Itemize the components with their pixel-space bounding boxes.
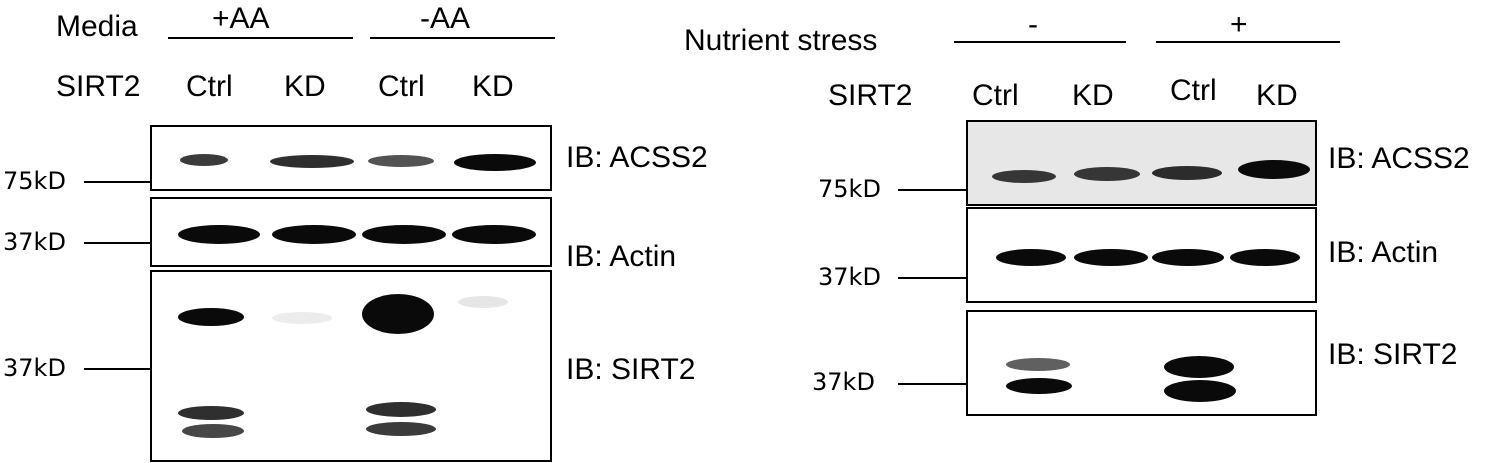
- row-label-sirt2: SIRT2: [828, 79, 913, 112]
- media-group-line: [370, 37, 555, 39]
- lane-label: Ctrl: [972, 79, 1019, 112]
- ib-actin-label: IB: Actin: [1328, 236, 1439, 269]
- blot-band: [272, 312, 332, 324]
- blot-band: [366, 402, 436, 417]
- blot-band: [454, 154, 536, 171]
- blot-band: [362, 294, 434, 334]
- ib-acss2-label: IB: ACSS2: [1328, 142, 1470, 175]
- blot-panel-acss2: [966, 120, 1317, 206]
- row-label-sirt2: SIRT2: [56, 70, 141, 103]
- lane-label: Ctrl: [186, 70, 233, 103]
- blot-panel-actin: [150, 197, 552, 267]
- marker-75kd: 75kD: [3, 167, 66, 195]
- lane-label: Ctrl: [1170, 74, 1217, 107]
- marker-line: [898, 383, 966, 385]
- blot-band: [1074, 249, 1148, 266]
- ib-actin-label: IB: Actin: [566, 240, 677, 273]
- marker-line: [84, 181, 150, 183]
- blot-panel-sirt2: [966, 310, 1317, 416]
- marker-37kd: 37kD: [818, 263, 881, 291]
- condition-group-minus: -: [1028, 8, 1038, 41]
- marker-37kd: 37kD: [3, 228, 66, 256]
- blot-band: [362, 225, 446, 244]
- lane-label: KD: [1256, 79, 1298, 112]
- blot-band: [1164, 356, 1234, 378]
- nutrient-stress-label: Nutrient stress: [684, 24, 878, 57]
- lane-label: KD: [284, 70, 326, 103]
- ib-sirt2-label: IB: SIRT2: [1328, 338, 1458, 371]
- blot-band: [996, 249, 1066, 266]
- marker-75kd: 75kD: [818, 175, 881, 203]
- lane-label: Ctrl: [378, 70, 425, 103]
- blot-band: [458, 296, 508, 308]
- blot-panel-acss2: [150, 125, 552, 191]
- condition-group-line: [1156, 41, 1340, 43]
- blot-band: [1152, 166, 1222, 180]
- blot-panel-sirt2: [150, 270, 552, 462]
- ib-acss2-label: IB: ACSS2: [566, 141, 708, 174]
- blot-band: [1074, 167, 1140, 181]
- marker-37kd: 37kD: [812, 368, 875, 396]
- condition-group-line: [954, 41, 1126, 43]
- blot-band: [452, 225, 536, 244]
- media-group-line: [168, 37, 353, 39]
- condition-group-plus: +: [1230, 8, 1248, 41]
- marker-37kd: 37kD: [3, 354, 66, 382]
- blot-band: [366, 422, 436, 436]
- blot-band: [1230, 249, 1300, 266]
- blot-band: [992, 170, 1056, 183]
- blot-band: [1006, 378, 1072, 394]
- blot-band: [272, 225, 356, 244]
- blot-band: [178, 308, 244, 326]
- blot-band: [1152, 249, 1224, 266]
- blot-band: [1006, 358, 1070, 371]
- blot-band: [178, 225, 260, 244]
- media-label: Media: [56, 10, 138, 43]
- lane-label: KD: [1072, 79, 1114, 112]
- blot-band: [270, 155, 354, 168]
- blot-band: [178, 406, 244, 420]
- blot-panel-actin: [966, 207, 1317, 303]
- blot-band: [180, 154, 228, 166]
- marker-line: [898, 189, 966, 191]
- marker-line: [84, 368, 150, 370]
- blot-band: [182, 424, 244, 438]
- media-group-minus-aa: -AA: [420, 2, 471, 35]
- media-group-plus-aa: +AA: [212, 2, 270, 35]
- lane-label: KD: [472, 70, 514, 103]
- blot-band: [368, 155, 434, 167]
- blot-band: [1164, 380, 1236, 402]
- marker-line: [898, 277, 966, 279]
- marker-line: [84, 242, 150, 244]
- blot-band: [1238, 160, 1310, 179]
- ib-sirt2-label: IB: SIRT2: [566, 353, 696, 386]
